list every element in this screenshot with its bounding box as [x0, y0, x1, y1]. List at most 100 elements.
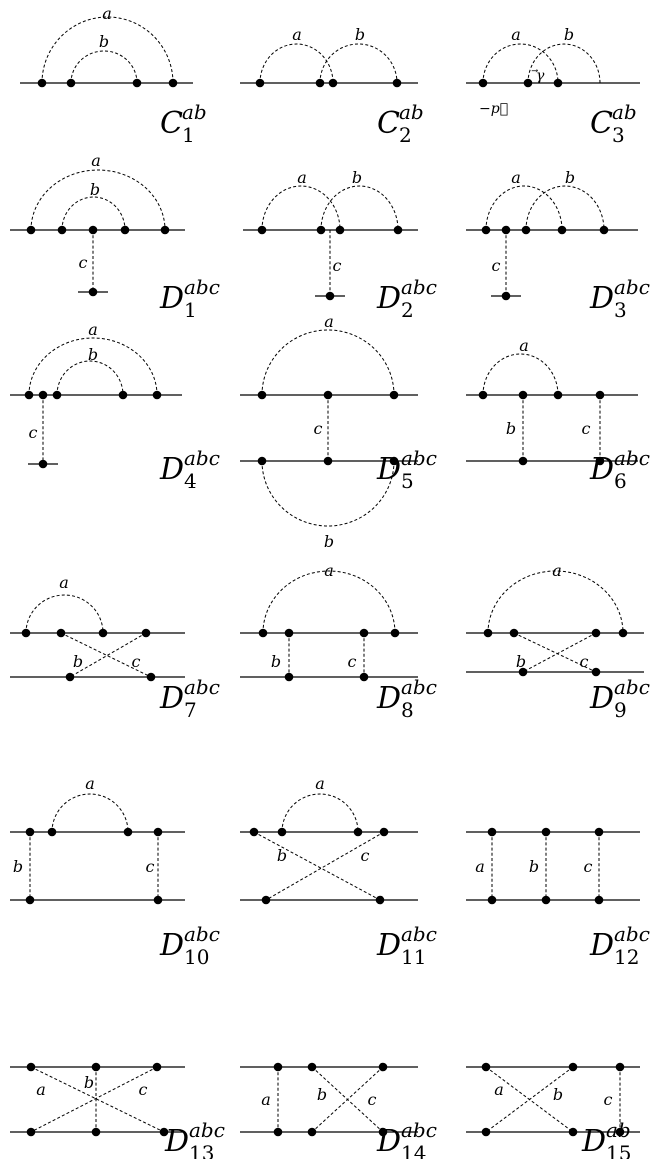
- photon-label-c: c: [582, 419, 591, 438]
- vertex-dot: [392, 78, 402, 88]
- vertex-dot: [26, 1127, 36, 1137]
- vertex-dot: [159, 1127, 169, 1137]
- vertex-dot: [307, 1062, 317, 1072]
- caption-subscript: 9: [614, 698, 627, 722]
- diagram-caption: D: [159, 681, 184, 716]
- photon-label-a: a: [261, 1090, 271, 1109]
- diagram-caption: C: [377, 106, 400, 141]
- photon-line: [485, 1066, 574, 1133]
- vertex-dot: [257, 225, 267, 235]
- photon-label-b: b: [352, 168, 362, 187]
- vertex-dot: [393, 225, 403, 235]
- photon-label-b: b: [277, 846, 287, 865]
- photon-label-a: a: [292, 25, 302, 44]
- diagram-caption: C: [160, 106, 183, 141]
- vertex-dot: [47, 827, 57, 837]
- caption-superscript: abc: [184, 675, 220, 699]
- photon-label-b: b: [317, 1085, 327, 1104]
- vertex-dot: [615, 1062, 625, 1072]
- photon-arc: [30, 169, 166, 231]
- photon-arc: [320, 185, 399, 231]
- vertex-dot: [553, 390, 563, 400]
- caption-superscript: abc: [614, 446, 650, 470]
- photon-label-b: b: [99, 32, 109, 51]
- photon-arc: [482, 43, 559, 84]
- photon-label-c: c: [139, 1080, 148, 1099]
- vertex-dot: [316, 225, 326, 235]
- vertex-dot: [56, 628, 66, 638]
- vertex-dot: [518, 390, 528, 400]
- diagram-caption: D: [159, 281, 184, 316]
- diagram-caption: D: [376, 681, 401, 716]
- vertex-dot: [594, 895, 604, 905]
- photon-arc: [28, 337, 158, 396]
- photon-line: [60, 632, 152, 678]
- photon-label-a: a: [102, 4, 112, 23]
- photon-label-a: a: [324, 561, 334, 580]
- caption-subscript: 10: [184, 945, 209, 969]
- vertex-dot: [160, 225, 170, 235]
- vertex-dot: [615, 1127, 625, 1137]
- vertex-dot: [57, 225, 67, 235]
- vertex-dot: [568, 1062, 578, 1072]
- photon-label-a: a: [511, 25, 521, 44]
- vertex-dot: [152, 1062, 162, 1072]
- vertex-dot: [353, 827, 363, 837]
- caption-superscript: abc: [189, 1118, 225, 1142]
- caption-subscript: 4: [184, 469, 197, 493]
- vertex-dot: [91, 1062, 101, 1072]
- caption-subscript: 1: [184, 298, 197, 322]
- photon-label-c: c: [361, 846, 370, 865]
- vertex-dot: [478, 390, 488, 400]
- caption-superscript: abc: [401, 446, 437, 470]
- photon-line: [513, 632, 597, 673]
- caption-subscript: 2: [401, 298, 414, 322]
- photon-label-a: a: [511, 168, 521, 187]
- photon-label-b: b: [506, 419, 516, 438]
- photon-arc: [487, 570, 624, 634]
- vertex-dot: [25, 827, 35, 837]
- diagram-caption: D: [376, 928, 401, 963]
- caption-superscript: abc: [184, 922, 220, 946]
- vertex-dot: [595, 456, 605, 466]
- photon-label-c: c: [492, 256, 501, 275]
- photon-label-b: b: [553, 1085, 563, 1104]
- caption-superscript: abc: [401, 1118, 437, 1142]
- vertex-dot: [273, 1062, 283, 1072]
- vertex-dot: [26, 1062, 36, 1072]
- photon-label-b: b: [324, 532, 334, 551]
- diagram-caption: D: [376, 281, 401, 316]
- vector-p-label: −p⃗: [479, 101, 508, 117]
- diagram-caption: D: [159, 928, 184, 963]
- caption-subscript: 3: [612, 123, 625, 147]
- vertex-dot: [594, 827, 604, 837]
- photon-label-a: a: [315, 774, 325, 793]
- caption-superscript: abc: [184, 275, 220, 299]
- photon-label-b: b: [73, 652, 83, 671]
- vertex-dot: [284, 672, 294, 682]
- vertex-dot: [487, 895, 497, 905]
- photon-label-b: b: [84, 1073, 94, 1092]
- vertex-dot: [315, 78, 325, 88]
- vertex-dot: [591, 667, 601, 677]
- vertex-dot: [25, 895, 35, 905]
- vertex-dot: [261, 895, 271, 905]
- vertex-dot: [509, 628, 519, 638]
- vertex-dot: [38, 459, 48, 469]
- vertex-dot: [120, 225, 130, 235]
- photon-label-c: c: [348, 652, 357, 671]
- diagram-caption: D: [589, 452, 614, 487]
- diagram-caption: D: [376, 1124, 401, 1159]
- vertex-dot: [91, 1127, 101, 1137]
